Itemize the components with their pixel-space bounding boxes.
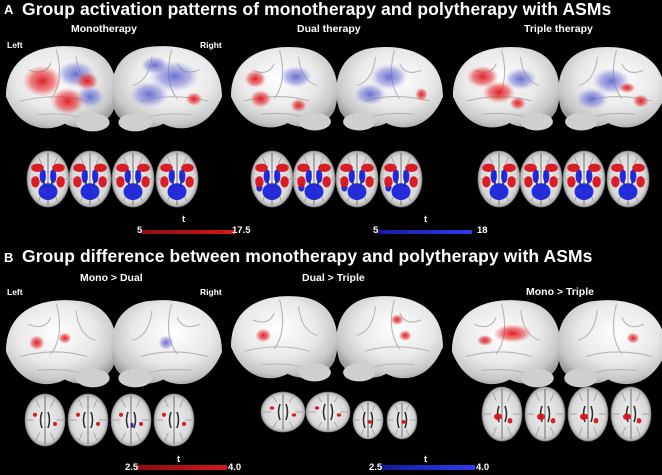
brain-a-dual-right xyxy=(336,47,443,131)
brain-a-triple-left xyxy=(453,47,560,131)
slice-a-mono-2 xyxy=(111,150,155,208)
brain-b-dual-triple-left xyxy=(231,296,338,382)
slice-a-triple-1 xyxy=(519,150,563,208)
slice-a-mono-1 xyxy=(68,150,112,208)
slice-b-mono-dual-0 xyxy=(24,393,66,447)
slice-a-mono-0 xyxy=(26,150,70,208)
panel-b-title: Group difference between monotherapy and… xyxy=(22,246,593,266)
slice-a-dual-3 xyxy=(379,150,423,208)
panel-a-condition-monotherapy: Monotherapy xyxy=(71,23,137,35)
slice-b-dual-triple-1 xyxy=(305,391,351,433)
slice-a-triple-0 xyxy=(477,150,521,208)
slice-b-mono-dual-1 xyxy=(67,393,109,447)
slice-a-dual-1 xyxy=(292,150,336,208)
brain-b-mono-dual-left xyxy=(6,300,117,388)
panel-a-condition-dual: Dual therapy xyxy=(297,23,361,35)
brain-a-mono-right xyxy=(111,46,222,132)
panel-a-blue-scale-label: t xyxy=(424,214,428,225)
slice-b-mono-triple-3 xyxy=(610,386,652,442)
panel-a-left-label: Left xyxy=(7,40,23,50)
brain-a-dual-left xyxy=(231,47,338,131)
panel-b-letter: B xyxy=(4,250,14,265)
slice-b-dual-triple-small-1 xyxy=(386,400,418,440)
panel-b-red-colorbar xyxy=(136,465,227,470)
brain-a-triple-right xyxy=(558,47,662,131)
panel-b-blue-colorbar xyxy=(380,465,475,470)
brain-b-mono-triple-right xyxy=(557,300,662,388)
slice-b-mono-dual-2 xyxy=(110,393,152,447)
panel-b-red-scale-max: 4.0 xyxy=(228,462,242,473)
brain-b-mono-dual-right xyxy=(111,300,222,388)
panel-b-blue-scale-max: 4.0 xyxy=(476,462,490,473)
slice-b-mono-triple-0 xyxy=(481,386,523,442)
slice-a-mono-3 xyxy=(155,150,199,208)
panel-a-title: Group activation patterns of monotherapy… xyxy=(22,0,612,19)
slice-b-mono-triple-1 xyxy=(524,386,566,442)
panel-b-condition-mono-dual: Mono > Dual xyxy=(80,272,143,284)
panel-b-red-scale-label: t xyxy=(177,454,181,465)
panel-a-condition-triple: Triple therapy xyxy=(524,23,593,35)
panel-a-red-scale-max: 17.5 xyxy=(232,225,251,236)
panel-b-condition-mono-triple: Mono > Triple xyxy=(526,286,594,298)
panel-b-blue-scale-label: t xyxy=(424,454,428,465)
panel-a-right-label: Right xyxy=(200,40,222,50)
brain-b-mono-triple-left xyxy=(452,300,561,388)
slice-a-triple-3 xyxy=(606,150,650,208)
panel-a-blue-scale-max: 18 xyxy=(477,225,488,236)
slice-a-dual-0 xyxy=(250,150,294,208)
panel-b-condition-dual-triple: Dual > Triple xyxy=(302,272,365,284)
slice-b-mono-triple-2 xyxy=(567,386,609,442)
panel-b-red-scale-min: 2.5 xyxy=(125,462,139,473)
panel-b-left-label: Left xyxy=(7,287,23,297)
panel-a-blue-scale-min: 5 xyxy=(373,225,379,236)
brain-b-dual-triple-right xyxy=(336,296,443,382)
panel-a-blue-colorbar xyxy=(377,230,472,234)
panel-b-blue-scale-min: 2.5 xyxy=(369,462,383,473)
slice-a-triple-2 xyxy=(562,150,606,208)
slice-b-mono-dual-3 xyxy=(153,393,195,447)
slice-a-dual-2 xyxy=(335,150,379,208)
brain-a-mono-left xyxy=(6,46,117,132)
slice-b-dual-triple-small-0 xyxy=(352,400,384,440)
slice-b-dual-triple-0 xyxy=(260,391,306,433)
panel-a-red-scale-min: 5 xyxy=(137,225,143,236)
panel-a-red-scale-label: t xyxy=(182,214,186,225)
panel-a-red-colorbar xyxy=(141,230,235,234)
panel-a-letter: A xyxy=(4,2,14,17)
panel-b-right-label: Right xyxy=(200,287,222,297)
